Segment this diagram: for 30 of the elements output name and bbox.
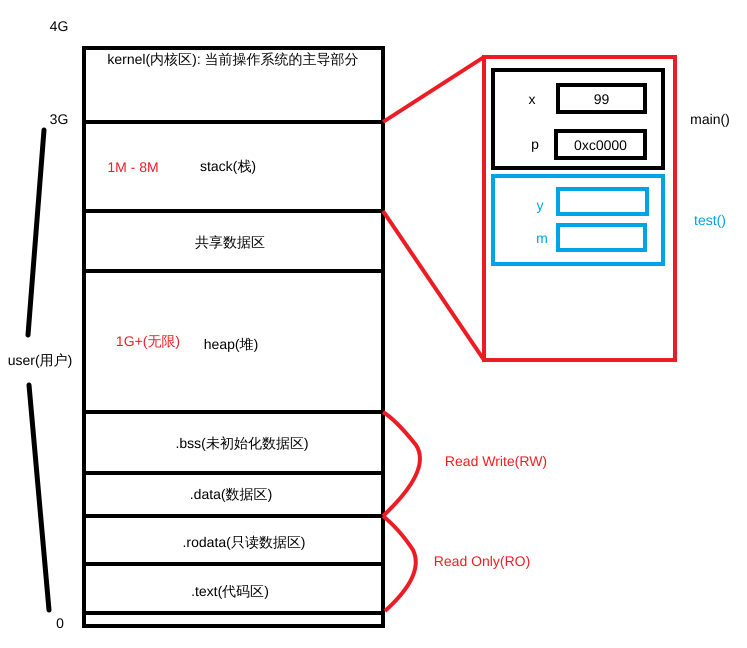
address-label: 3G: [50, 111, 68, 127]
variable-name: x: [528, 91, 536, 107]
address-label: 4G: [50, 18, 68, 34]
variable-box: [556, 223, 647, 252]
segment-label: .text(代码区): [191, 583, 269, 601]
function-frame: [491, 68, 665, 170]
access-label: Read Write(RW): [444, 453, 548, 469]
variable-value: 0xc0000: [574, 136, 627, 152]
variable-box: [556, 83, 647, 114]
address-label: 0: [56, 615, 64, 631]
size-note: 1M - 8M: [107, 159, 159, 175]
segment-label: heap(堆): [204, 336, 258, 354]
variable-box: [554, 129, 647, 160]
variable-name: p: [531, 136, 539, 152]
segment-label: stack(栈): [200, 158, 256, 176]
segment-label: .bss(未初始化数据区): [176, 435, 308, 453]
segment-label: .data(数据区): [190, 486, 272, 504]
variable-name: y: [536, 197, 544, 213]
variable-box: [556, 187, 649, 216]
function-frame: [491, 174, 665, 266]
segment-label: kernel(内核区): 当前操作系统的主导部分: [107, 51, 359, 69]
range-label: user(用户): [8, 352, 72, 370]
access-label: Read Only(RO): [434, 553, 530, 569]
segment-label: 共享数据区: [195, 234, 265, 252]
function-name: test(): [694, 212, 726, 228]
function-name: main(): [690, 111, 730, 127]
segment-label: .rodata(只读数据区): [182, 534, 306, 552]
variable-value: 99: [594, 90, 610, 106]
variable-name: m: [536, 230, 548, 246]
size-note: 1G+(无限): [116, 333, 180, 351]
